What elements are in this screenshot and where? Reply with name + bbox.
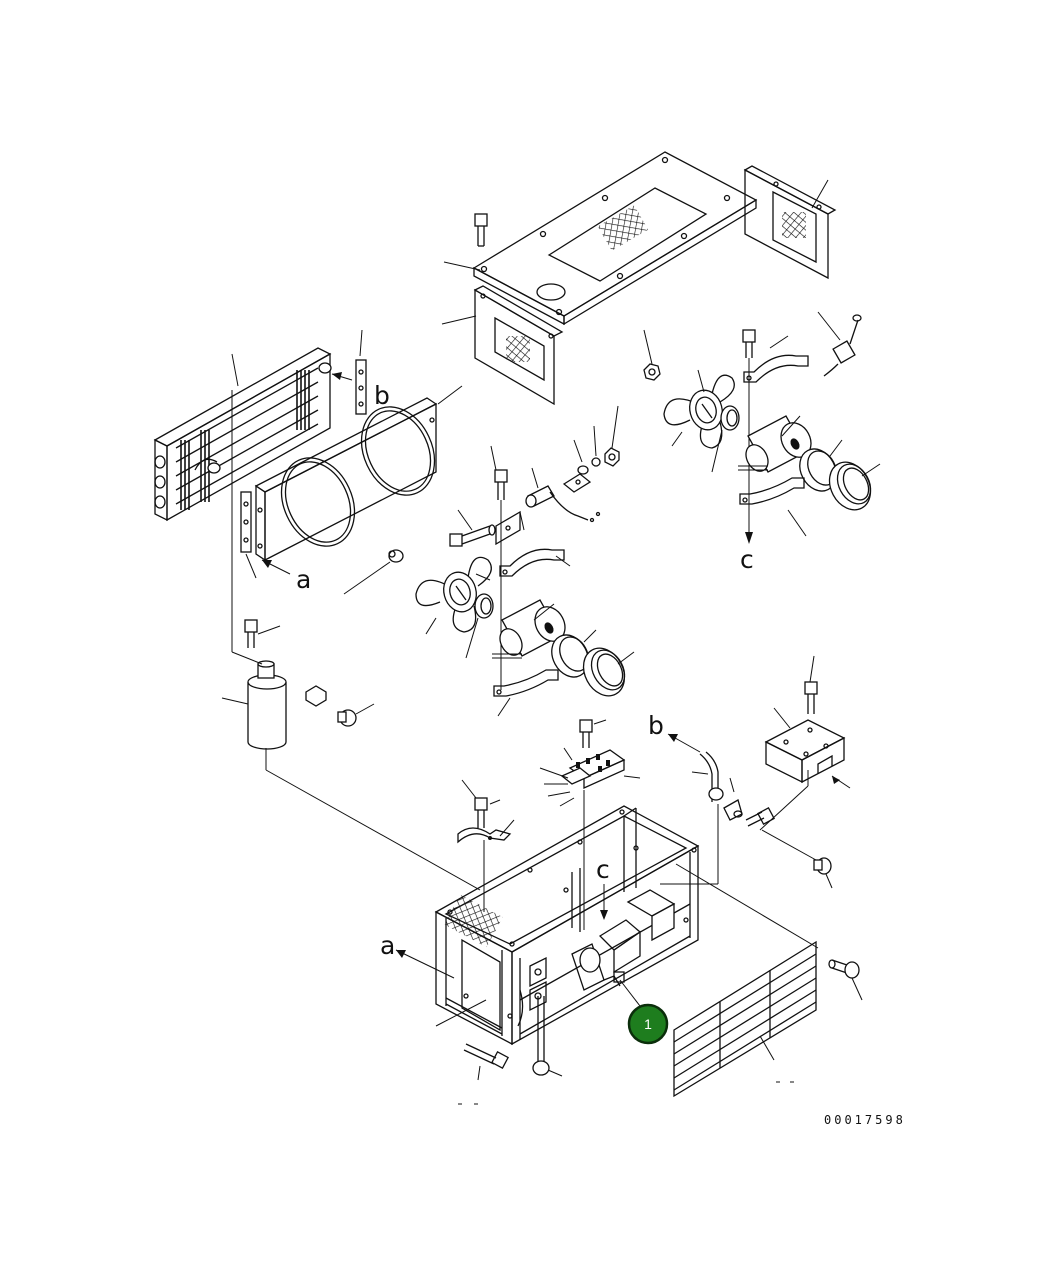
motor-strap-lower-center [493, 669, 559, 697]
mount-bracket-center [495, 510, 521, 546]
screen-panel [673, 940, 817, 1098]
receiver-drier [247, 660, 287, 750]
bolt-case-bottom [532, 996, 550, 1076]
ref-letter-b-bottom: b [648, 711, 664, 740]
callout-number-1[interactable]: 1 [627, 1003, 669, 1045]
bushing-right [720, 405, 740, 431]
motor-ring-center [551, 634, 589, 678]
top-cover-plate [472, 151, 758, 326]
fan-motor-center [499, 599, 566, 657]
callout-number-1-label: 1 [644, 1016, 652, 1032]
condenser-coil [153, 347, 332, 522]
bolt-pipe [745, 807, 775, 827]
bolt-horizontal [449, 524, 496, 547]
resistor [525, 485, 601, 523]
motor-cap-center [582, 647, 626, 697]
bolt-motor-center [494, 469, 508, 500]
clamp-bracket [457, 827, 512, 844]
case-internal-blower [517, 889, 676, 1027]
grommet-receiver [337, 709, 357, 727]
motor-strap-upper-right [743, 354, 809, 383]
ref-letter-b-top: b [374, 381, 390, 410]
motor-strap-lower-right [739, 477, 805, 505]
bracket-a-shroud [240, 491, 252, 553]
ref-letter-a-top: a [296, 565, 311, 594]
side-panel-front-left [473, 285, 564, 406]
ref-letter-a-bottom: a [380, 931, 395, 960]
bolt-receiver [244, 619, 258, 648]
washer-small [577, 457, 601, 475]
grommet-shroud [388, 549, 404, 563]
ref-letter-c-bottom: c [596, 855, 610, 884]
nut-right [643, 363, 661, 381]
pipe-fitting [699, 751, 743, 821]
bolt-screen [828, 959, 860, 979]
bolt-terminal [579, 719, 593, 748]
fan-motor-right [745, 415, 812, 473]
nut-small [604, 447, 620, 467]
motor-strap-upper-center [499, 548, 565, 577]
bolt-motor-right [742, 329, 756, 358]
bolt-top-cover [474, 213, 488, 247]
motor-cap-right [828, 461, 872, 511]
sensor-connector [823, 314, 862, 377]
fitting-receiver [305, 685, 327, 707]
relay-bracket [562, 473, 592, 493]
drawing-number: 00017598 [824, 1113, 906, 1127]
fan-shroud [254, 397, 438, 562]
ref-letter-c-top: c [740, 545, 754, 574]
fan-blade-right [663, 374, 735, 449]
grommet-case-right [813, 857, 832, 875]
bolt-case-top-right [804, 681, 818, 714]
bushing-center [474, 593, 494, 619]
side-panel-top-right [743, 165, 837, 280]
bolt-case-front [463, 1043, 509, 1069]
cover-case-right [764, 719, 846, 784]
fan-blade-center [415, 556, 492, 633]
bracket-b-condenser [355, 359, 367, 415]
bolt-bracket-left [474, 797, 488, 828]
terminal-block [560, 749, 626, 790]
